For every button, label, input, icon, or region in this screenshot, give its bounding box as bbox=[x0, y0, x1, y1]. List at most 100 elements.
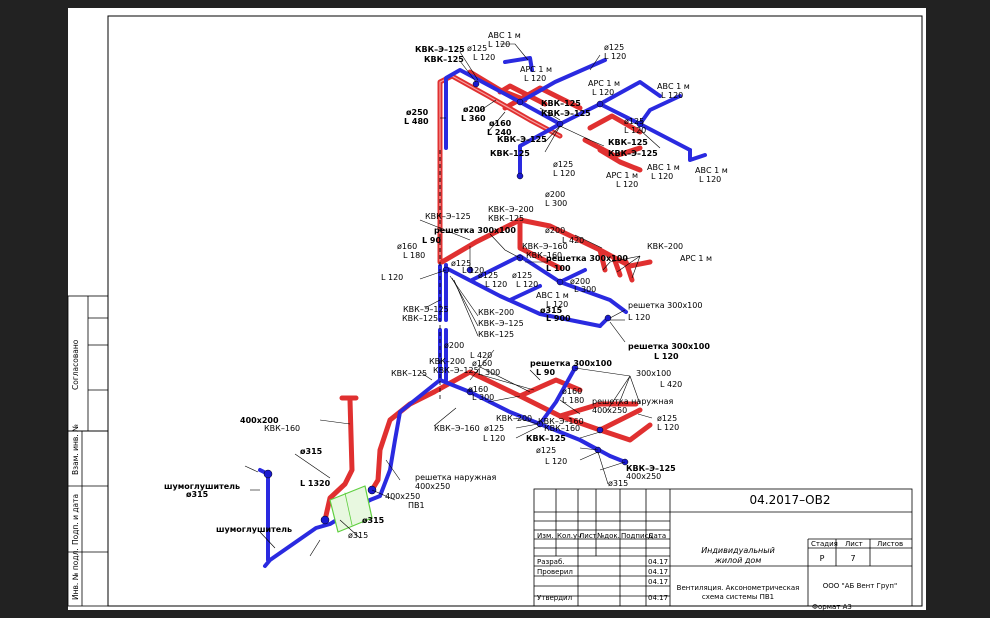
duct-label: ø125 bbox=[484, 424, 504, 433]
duct-label: L 120 bbox=[483, 434, 505, 443]
duct-label: КВК–125 bbox=[526, 434, 566, 443]
side-stamp bbox=[67, 295, 109, 607]
duct-label: ø315 bbox=[362, 516, 385, 525]
row-date-checked: 04.17 bbox=[648, 568, 668, 576]
duct-label: ø200 bbox=[570, 277, 590, 286]
duct-label: L 420 bbox=[660, 380, 682, 389]
duct-label: шумоглушитель bbox=[216, 525, 292, 534]
side-stamp-inv-orig: Инв. № подл. bbox=[71, 548, 80, 600]
duct-label: L 1320 bbox=[300, 479, 331, 488]
duct-label: L 120 bbox=[604, 52, 626, 61]
duct-label: АВС 1 м bbox=[647, 163, 680, 172]
duct-label: L 180 bbox=[403, 251, 425, 260]
duct-label: L 180 bbox=[562, 396, 584, 405]
duct-label: ø125 bbox=[451, 259, 471, 268]
duct-label: КВК–125 bbox=[391, 369, 427, 378]
duct-label: АВС 1 м bbox=[695, 166, 728, 175]
duct-label: L 300 bbox=[574, 285, 596, 294]
stage-label: Стадия bbox=[811, 540, 838, 548]
duct-label: КВК–125 bbox=[541, 99, 581, 108]
duct-label: 400x250 bbox=[592, 406, 627, 415]
duct-label: L 120 bbox=[699, 175, 721, 184]
title-block-rows: Разраб. 04.17 Проверил 04.17 04.17 Утвер… bbox=[537, 558, 668, 602]
duct-label: КВК–160 bbox=[544, 424, 580, 433]
duct-label: АРС 1 м bbox=[520, 65, 552, 74]
duct-label: L 120 bbox=[546, 300, 568, 309]
supply-duct-top-floor-inner bbox=[439, 75, 561, 263]
duct-label: L 420 bbox=[470, 351, 492, 360]
duct-label: L 120 bbox=[592, 88, 614, 97]
duct-label: L 100 bbox=[546, 264, 571, 273]
duct-label: решетка 300x100 bbox=[628, 301, 702, 310]
duct-label: L 300 bbox=[545, 199, 567, 208]
duct-label: L 120 bbox=[661, 91, 683, 100]
duct-label: ø160 bbox=[468, 385, 488, 394]
fitting-markers bbox=[263, 80, 644, 525]
duct-label: ø250 bbox=[406, 108, 429, 117]
duct-label: L 120 bbox=[553, 169, 575, 178]
sheet-title-line2: схема системы ПВ1 bbox=[702, 593, 774, 601]
duct-label: АРС 1 м bbox=[606, 171, 638, 180]
duct-label: L 120 bbox=[628, 313, 650, 322]
duct-label: КВК–125 bbox=[490, 149, 530, 158]
duct-label: L 300 bbox=[478, 368, 500, 377]
duct-label: КВК–200 bbox=[429, 357, 465, 366]
duct-label: КВК–Э–125 bbox=[415, 45, 465, 54]
duct-label: КВК–Э–125 bbox=[497, 135, 547, 144]
duct-label: 400x250 bbox=[415, 482, 450, 491]
duct-label: L 120 bbox=[545, 457, 567, 466]
duct-label: L 90 bbox=[422, 236, 441, 245]
duct-label: 400x250 bbox=[626, 472, 661, 481]
duct-label: КВК–Э–125 bbox=[433, 366, 479, 375]
head-col-doc: №док. bbox=[597, 532, 620, 540]
head-col-izm: Изм. bbox=[537, 532, 553, 540]
title-block-head-cols: Изм. Кол.уч Лист №док. Подпись Дата bbox=[537, 532, 666, 540]
duct-label: L 120 bbox=[381, 273, 403, 282]
sheets-label: Листов bbox=[877, 540, 903, 548]
row-date-developed: 04.17 bbox=[648, 558, 668, 566]
duct-label: КВК–Э–160 bbox=[538, 417, 584, 426]
duct-label: L 120 bbox=[657, 423, 679, 432]
duct-label: L 120 bbox=[616, 180, 638, 189]
duct-label: ø315 bbox=[300, 447, 323, 456]
head-col-date: Дата bbox=[648, 532, 666, 540]
duct-label: КВК–125 bbox=[424, 55, 464, 64]
duct-label: L 420 bbox=[562, 236, 584, 245]
duct-label: КВК–Э–125 bbox=[541, 109, 591, 118]
duct-label: ø160 bbox=[562, 387, 582, 396]
duct-label: L 240 bbox=[487, 128, 512, 137]
duct-label: КВК–200 bbox=[496, 414, 532, 423]
duct-label: КВК–200 bbox=[647, 242, 683, 251]
duct-label: L 120 bbox=[624, 126, 646, 135]
duct-label: ø315 bbox=[186, 490, 209, 499]
duct-label: L 120 bbox=[654, 352, 679, 361]
side-stamp-sign-date: Подп. и дата bbox=[71, 494, 80, 545]
duct-label: КВК–125 bbox=[608, 138, 648, 147]
sheet-format: Формат А3 bbox=[812, 603, 852, 611]
paper-sheet bbox=[68, 8, 926, 610]
row-date-3: 04.17 bbox=[648, 578, 668, 586]
duct-label: 300x100 bbox=[636, 369, 671, 378]
sheet-label: Лист bbox=[845, 540, 863, 548]
company-name: ООО "АБ Вент Груп" bbox=[823, 582, 897, 590]
duct-label: шумоглушитель bbox=[164, 482, 240, 491]
sheet-title-line1: Вентиляция. Аксонометрическая bbox=[677, 584, 800, 592]
head-col-kol: Кол.уч bbox=[557, 532, 581, 540]
duct-label: решетка наружная bbox=[592, 397, 673, 406]
duct-label: ø315 bbox=[540, 306, 563, 315]
duct-label: ø315 bbox=[348, 531, 368, 540]
duct-label: АВС 1 м bbox=[488, 31, 521, 40]
project-title-line1: Индивидуальный bbox=[701, 546, 775, 555]
duct-label: ø125 bbox=[624, 117, 644, 126]
duct-label: КВК–Э–125 bbox=[478, 319, 524, 328]
duct-label: L 120 bbox=[462, 266, 484, 275]
duct-label: КВК–Э–125 bbox=[626, 464, 676, 473]
stage-value: Р bbox=[820, 554, 825, 563]
duct-label: L 300 bbox=[472, 393, 494, 402]
duct-label: ø125 bbox=[657, 414, 677, 423]
head-col-list: Лист bbox=[579, 532, 597, 540]
drawing-code: 04.2017–ОВ2 bbox=[750, 493, 831, 507]
duct-label: решетка 300x100 bbox=[530, 359, 612, 368]
duct-label: ПВ1 bbox=[408, 501, 425, 510]
